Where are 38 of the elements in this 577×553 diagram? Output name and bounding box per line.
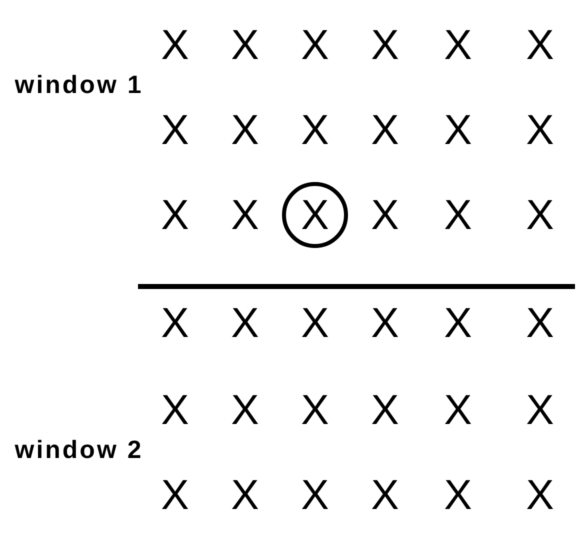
grid-letter: X — [301, 24, 329, 66]
grid-letter: X — [231, 474, 259, 516]
grid-letter: X — [161, 194, 189, 236]
grid-letter: X — [161, 302, 189, 344]
grid-letter: X — [231, 194, 259, 236]
grid-letter: X — [444, 24, 472, 66]
grid-letter: X — [526, 194, 554, 236]
side-label: window 2 — [14, 435, 144, 466]
grid-letter: X — [371, 109, 399, 151]
grid-letter: X — [371, 194, 399, 236]
grid-letter: X — [444, 194, 472, 236]
grid-letter: X — [526, 302, 554, 344]
grid-letter: X — [301, 389, 329, 431]
grid-letter: X — [444, 302, 472, 344]
grid-letter: X — [371, 474, 399, 516]
grid-letter: X — [231, 109, 259, 151]
side-label: window 1 — [14, 70, 144, 101]
grid-letter: X — [161, 109, 189, 151]
grid-letter: X — [371, 302, 399, 344]
circled-letter: X — [282, 182, 348, 248]
grid-letter: X — [444, 389, 472, 431]
grid-letter: X — [161, 24, 189, 66]
grid-letter: X — [526, 389, 554, 431]
grid-letter: X — [231, 24, 259, 66]
grid-letter: X — [231, 389, 259, 431]
grid-letter: X — [526, 24, 554, 66]
grid-letter: X — [371, 24, 399, 66]
grid-letter: X — [301, 302, 329, 344]
grid-letter: X — [231, 302, 259, 344]
grid-letter: X — [161, 389, 189, 431]
grid-letter: X — [444, 109, 472, 151]
grid-letter: X — [526, 109, 554, 151]
grid-letter: X — [301, 474, 329, 516]
grid-letter: X — [301, 109, 329, 151]
grid-letter: X — [526, 474, 554, 516]
grid-letter: X — [371, 389, 399, 431]
grid-letter: X — [444, 474, 472, 516]
grid-letter: X — [161, 474, 189, 516]
